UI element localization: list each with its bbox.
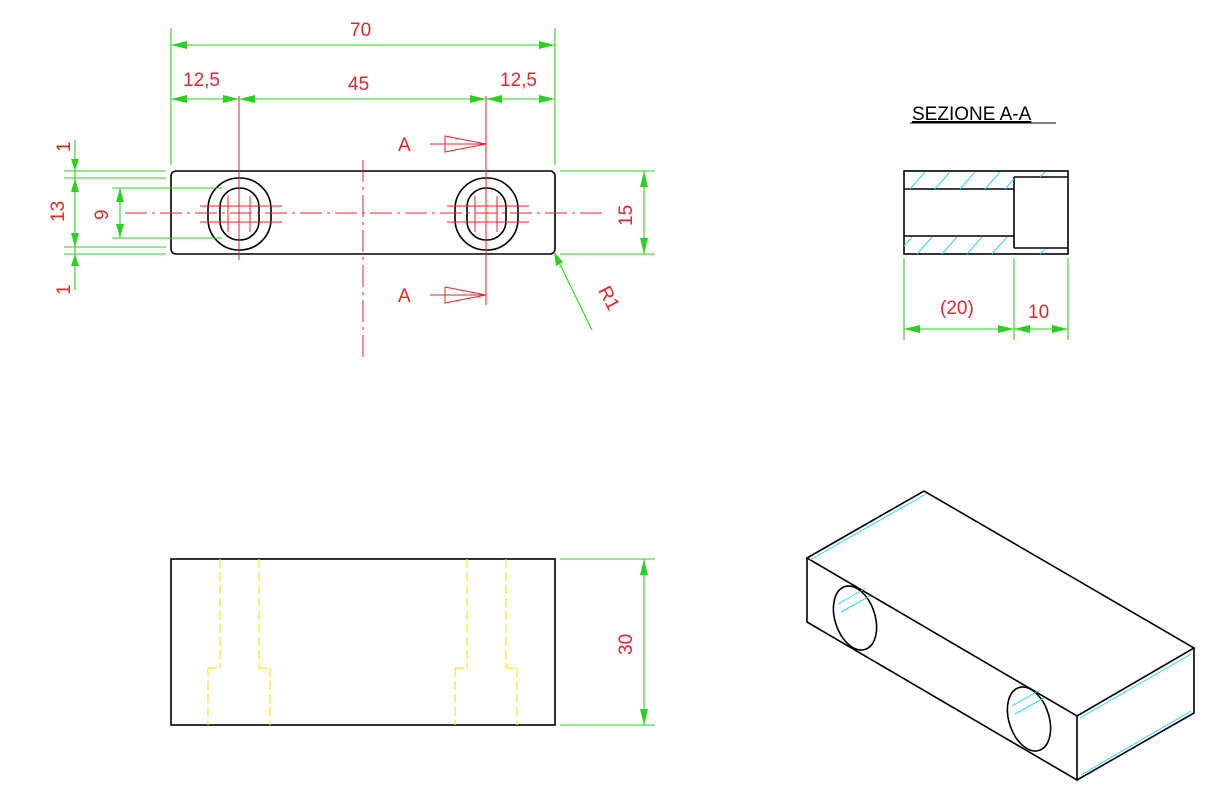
dim-10: 10	[1028, 302, 1049, 323]
dim-right-12-5: 12,5	[500, 70, 537, 91]
radius-arrowhead	[554, 252, 563, 266]
dim-70: 70	[350, 20, 371, 41]
left-slot-crossmarks	[200, 196, 282, 232]
top-view: A A R1	[125, 96, 623, 362]
dim-left-12-5: 12,5	[183, 70, 220, 91]
radius-label: R1	[593, 283, 623, 314]
right-slot-crossmarks	[447, 196, 529, 232]
section-mark-top: A	[398, 135, 411, 156]
radius-leader	[553, 251, 593, 331]
dim-20: (20)	[940, 298, 974, 319]
front-hidden-right	[454, 559, 518, 725]
dim-1-top: 1	[54, 141, 75, 152]
dim-15-group: 15	[560, 170, 655, 255]
section-hatch-top	[909, 171, 1046, 190]
iso-top-face	[805, 490, 1196, 717]
dim-15: 15	[616, 205, 637, 226]
dim-30: 30	[616, 634, 637, 655]
isometric-view	[805, 490, 1196, 782]
dim-1-bottom: 1	[54, 284, 75, 295]
section-title: SEZIONE A-A	[912, 104, 1032, 125]
iso-hole-left	[832, 585, 878, 651]
iso-hole-right	[1006, 686, 1052, 752]
front-view: 30	[170, 558, 655, 726]
section-outline	[903, 170, 1069, 255]
section-view: SEZIONE A-A	[903, 104, 1069, 340]
section-hatch-bottom	[903, 236, 1046, 255]
iso-front-face	[806, 558, 1078, 782]
vertical-dimensions-left: 1 13 1 9	[48, 140, 222, 295]
section-mark-bottom: A	[398, 286, 411, 307]
front-hidden-left	[207, 559, 271, 725]
dim-9: 9	[92, 209, 113, 220]
dim-13: 13	[48, 201, 69, 222]
iso-side-face	[1076, 648, 1195, 781]
horizontal-dimensions: 70 12,5 45 12,5	[170, 20, 556, 165]
section-arrow-bottom	[444, 286, 487, 304]
front-view-outline	[170, 558, 556, 726]
section-arrow-top	[444, 135, 487, 153]
dim-45: 45	[348, 74, 369, 95]
